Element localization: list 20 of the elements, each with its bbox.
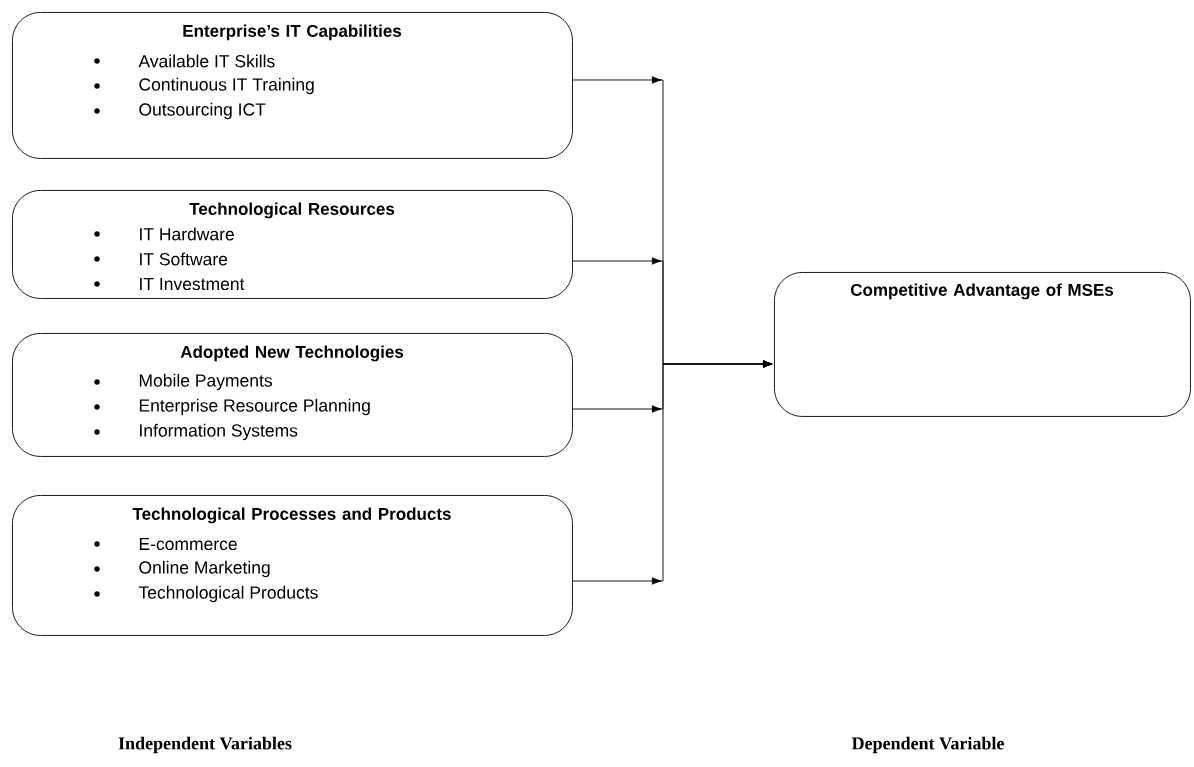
list-item: Continuous IT Training (139, 77, 314, 95)
list-item: Enterprise Resource Planning (139, 398, 370, 416)
list-item: Mobile Payments (139, 373, 272, 391)
heading: Adopted New Technologies (180, 345, 404, 362)
list-item: IT Hardware (140, 227, 234, 241)
heading: Competitive Advantage of MSEs (850, 283, 1114, 300)
caption: Independent Variables (118, 736, 292, 754)
list-item: IT Investment (140, 277, 245, 291)
list-item: IT Software (140, 252, 228, 266)
list-item: Technological Products (138, 585, 318, 603)
list-item: Available IT Skills (138, 54, 275, 68)
list-item: Online Marketing (139, 560, 270, 578)
heading: Enterprise’s IT Capabilities (183, 24, 402, 41)
list-item: Outsourcing ICT (139, 102, 266, 120)
arrow (572, 360, 773, 585)
caption: Dependent Variable (851, 736, 1004, 754)
heading: Technological Processes and Products (132, 507, 451, 524)
heading: Technological Resources (189, 202, 395, 219)
list-item: Information Systems (140, 423, 298, 441)
list-item: E-commerce (139, 537, 237, 551)
